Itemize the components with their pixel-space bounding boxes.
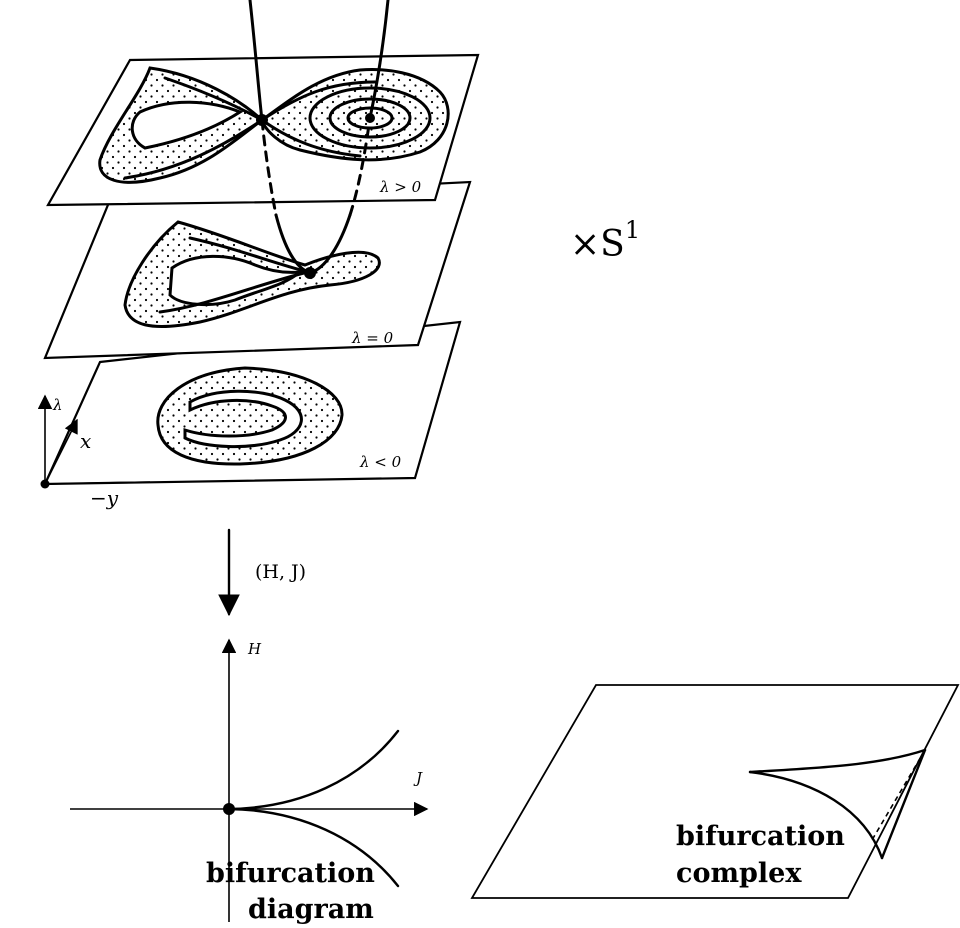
map-label: (H, J) [255,561,306,583]
complex-plane [470,684,960,899]
plane-lambda-zero: λ = 0 [43,180,472,360]
complex-fold-edge [880,748,927,860]
times-s-label: ×S1 [570,216,640,265]
plane-lambda-negative: λ < 0 [43,320,462,486]
diagram-caption-line2: diagram [248,894,374,925]
j-axis-label: J [413,769,423,787]
axes-3d: λ x −y [37,394,151,510]
complex-upper-edge [748,748,927,774]
x-axis-label: x [80,429,91,453]
plane-label-negative: λ < 0 [359,453,402,471]
h-axis-label: H [247,640,262,658]
bifurcation-diagram: H J bifurcation diagram [70,638,429,925]
product-circle-label: ×S1 [570,216,640,265]
complex-lower-edge [748,770,884,860]
plane-label-zero: λ = 0 [351,329,394,347]
lambda-axis-label: λ [52,396,63,414]
complex-caption-line1: bifurcation [676,821,845,852]
upper-branch [227,729,400,811]
complex-caption-line2: complex [676,858,802,889]
critical-parabola [248,0,390,279]
saddle-point [256,114,268,126]
cusp-point [223,803,235,815]
energy-momentum-map: (H, J) [218,528,306,617]
axes-origin [40,479,50,489]
center-point [365,113,375,123]
x-axis [44,418,78,485]
degenerate-point [304,267,316,279]
y-axis-label: −y [90,486,119,510]
y-axis [44,481,151,485]
plane-label-positive: λ > 0 [379,178,422,196]
diagram-caption-line1: bifurcation [206,858,375,889]
lower-branch [227,807,400,888]
bifurcation-complex: bifurcation complex [470,684,960,899]
